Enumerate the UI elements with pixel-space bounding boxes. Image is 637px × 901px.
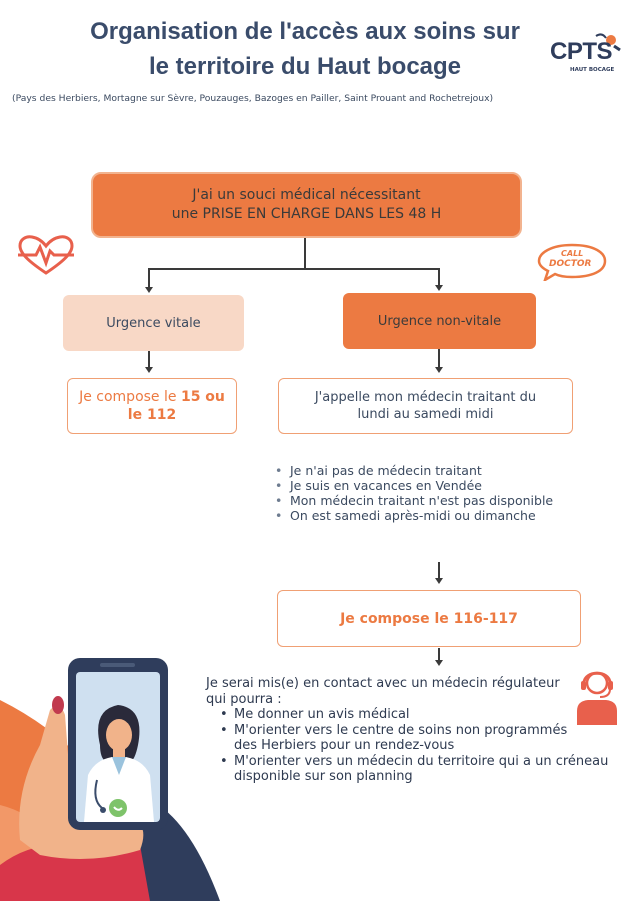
connector-right-down [438,268,440,286]
main-situation-line-1: J'ai un souci médical nécessitant [192,187,421,203]
call-doctor-text-1: CALL [561,249,584,258]
arrow-left [145,287,153,293]
connector-vital-down [148,351,150,368]
arrow-nonvital [435,367,443,373]
urgence-non-vitale-box: Urgence non-vitale [343,293,536,349]
call-doctor-line-1: J'appelle mon médecin traitant du [314,390,537,405]
logo-mark-icon [595,33,621,52]
compose-15-box: Je compose le 15 ou le 112 [67,378,237,434]
cpts-logo: CPTS HAUT BOCAGE [548,30,623,85]
phone-doctor-illustration [0,658,168,901]
result-item: M'orienter vers un médecin du territoire… [206,754,614,785]
reason-item: Je suis en vacances en Vendée [272,478,602,493]
compose-116-box: Je compose le 116-117 [277,590,581,647]
urgence-vitale-box: Urgence vitale [63,295,244,351]
connector-116-down [438,648,440,661]
connector-main-down [304,238,306,268]
connector-reasons-down [438,562,440,579]
reason-item: Je n'ai pas de médecin traitant [272,463,602,478]
connector-nonvital-down [438,349,440,368]
connector-left-down [148,268,150,288]
compose-15-number: 15 ou [180,389,225,405]
reasons-list: Je n'ai pas de médecin traitant Je suis … [272,463,602,523]
arrow-right [435,285,443,291]
reason-item: Mon médecin traitant n'est pas disponibl… [272,493,602,508]
call-doctor-line-2: lundi au samedi midi [357,407,494,422]
result-block: Je serai mis(e) en contact avec un médec… [206,676,626,785]
result-intro: Je serai mis(e) en contact avec un médec… [206,676,560,707]
result-item: M'orienter vers le centre de soins non p… [206,723,594,754]
result-list: Me donner un avis médical M'orienter ver… [206,707,626,785]
logo-text: CPTS [550,38,613,65]
logo-subtext: HAUT BOCAGE [570,67,615,73]
title-line-1: Organisation de l'accès aux soins sur [90,18,520,45]
main-situation-box: J'ai un souci médical nécessitant une PR… [91,172,522,238]
arrow-vital [145,367,153,373]
call-doctor-icon: CALL DOCTOR [537,243,607,281]
result-item: Me donner un avis médical [206,707,626,723]
heartbeat-icon [18,235,74,275]
compose-15-line-2: le 112 [127,407,177,423]
reason-item: On est samedi après-midi ou dimanche [272,508,602,523]
arrow-116 [435,660,443,666]
page-title: Organisation de l'accès aux soins sur le… [0,14,610,84]
main-situation-line-2: une PRISE EN CHARGE DANS LES 48 H [171,206,442,222]
page-subtitle: (Pays des Herbiers, Mortagne sur Sèvre, … [12,93,494,104]
title-line-2: le territoire du Haut bocage [148,53,462,80]
call-doctor-box: J'appelle mon médecin traitant du lundi … [278,378,573,434]
call-doctor-text-2: DOCTOR [549,259,592,269]
arrow-reasons [435,578,443,584]
connector-horizontal [148,268,439,270]
compose-15-prefix: Je compose le [79,389,181,405]
